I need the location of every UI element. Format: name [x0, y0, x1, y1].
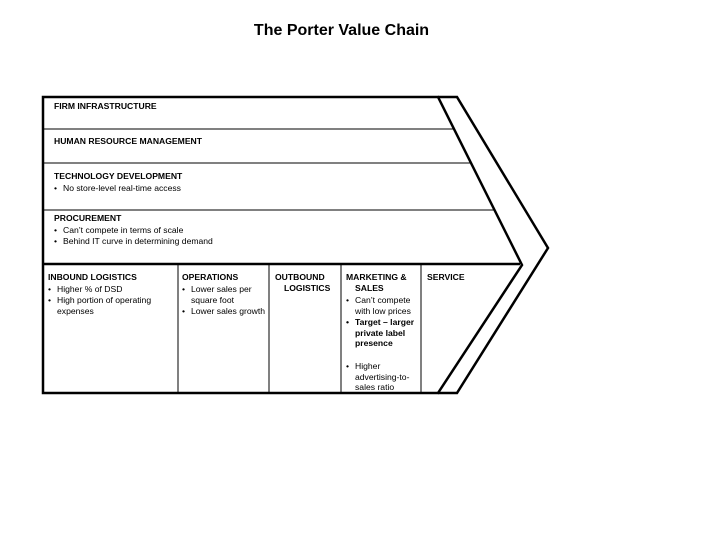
technology-heading: TECHNOLOGY DEVELOPMENT [54, 171, 183, 181]
inbound-bullet-1: •Higher % of DSD [48, 284, 123, 294]
margin-chevron [438, 95, 550, 395]
marketing-bullet-3: •Higher advertising-to-sales ratio [346, 361, 410, 392]
procurement-bullet-2: •Behind IT curve in determining demand [54, 236, 213, 246]
operations-heading: OPERATIONS [182, 272, 239, 282]
technology-bullet-1: •No store-level real-time access [54, 183, 181, 193]
procurement-heading: PROCUREMENT [54, 213, 122, 223]
outbound-logistics-heading: OUTBOUND LOGISTICS [275, 272, 331, 293]
operations-bullet-1: •Lower sales per square foot [182, 284, 252, 305]
inbound-logistics-heading: INBOUND LOGISTICS [48, 272, 137, 282]
marketing-sales-heading: MARKETING & SALES [346, 272, 407, 293]
operations-bullet-2: •Lower sales growth [182, 306, 266, 316]
hrm-heading: HUMAN RESOURCE MANAGEMENT [54, 136, 203, 146]
inbound-bullet-2: •High portion of operating expenses [48, 295, 152, 316]
diagram-title: The Porter Value Chain [253, 22, 430, 39]
firm-infrastructure-heading: FIRM INFRASTRUCTURE [54, 101, 157, 111]
procurement-bullet-1: •Can’t compete in terms of scale [54, 225, 184, 235]
value-chain-outline [41, 95, 524, 395]
service-heading: SERVICE [427, 272, 465, 282]
marketing-bullet-1: •Can’t compete with low prices [346, 295, 411, 316]
marketing-bullet-2: •Target – larger private label presence [346, 317, 415, 348]
